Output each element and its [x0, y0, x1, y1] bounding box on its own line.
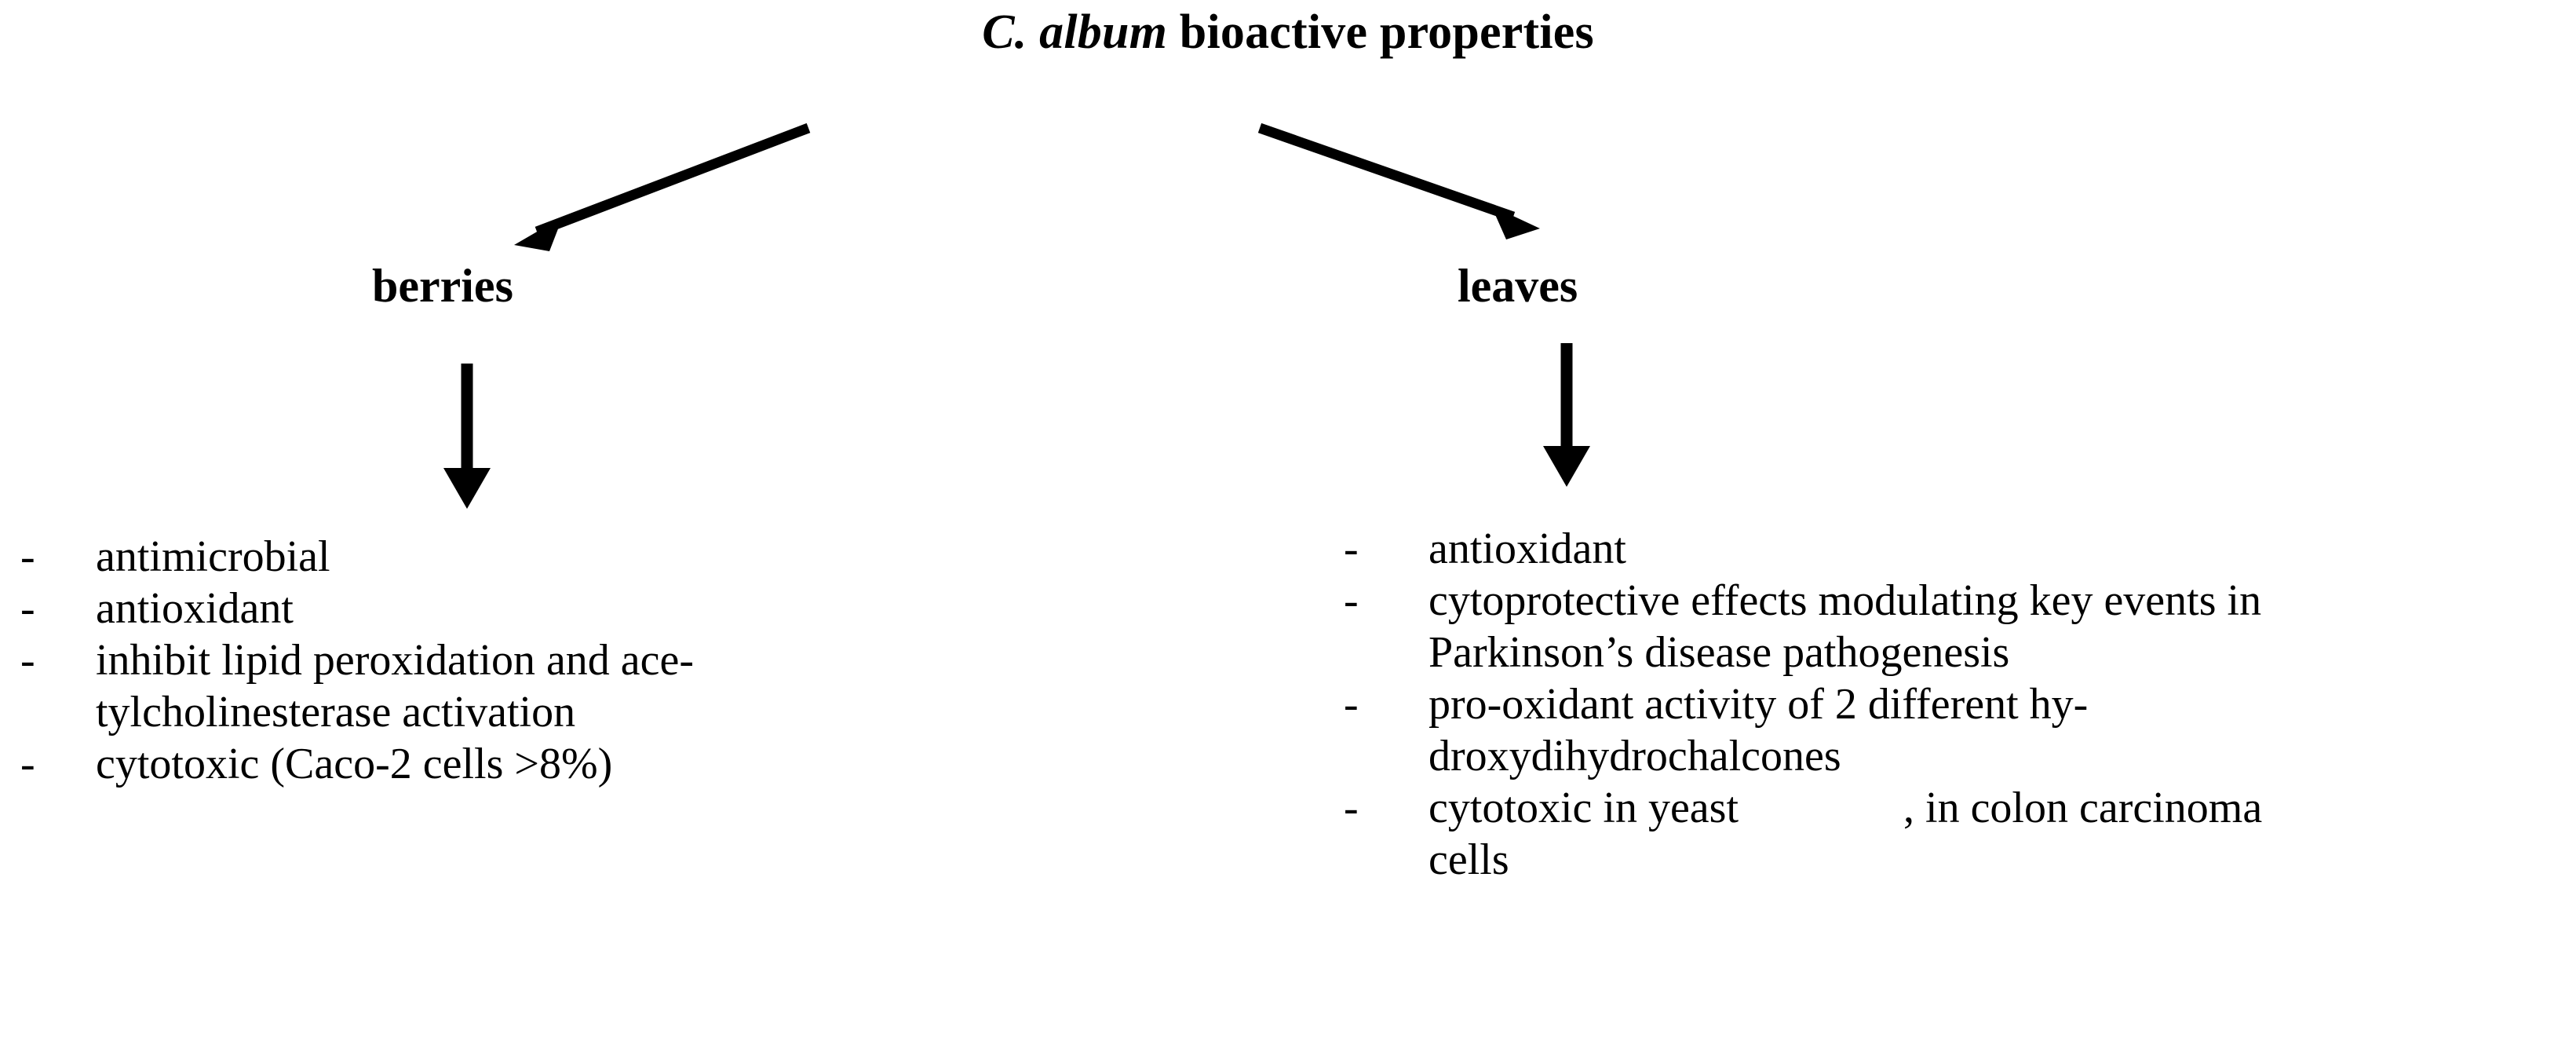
list-item: - antimicrobial — [20, 531, 1041, 583]
title-rest: bioactive properties — [1167, 5, 1594, 59]
branch-label-leaves: leaves — [1458, 260, 1578, 312]
bullet-text: pro-oxidant activity of 2 different hy- … — [1428, 680, 2089, 781]
arrow-title-to-berries — [514, 122, 811, 251]
list-item: - cytotoxic in yeast, in colon carcinoma… — [1344, 782, 2568, 886]
bullet-marker: - — [1344, 680, 1359, 729]
list-item: - cytoprotective effects modulating key … — [1344, 575, 2568, 678]
bullet-marker: - — [1344, 576, 1359, 626]
bullet-list-leaves: - antioxidant - cytoprotective effects m… — [1344, 523, 2568, 886]
bullet-list-berries: - antimicrobial - antioxidant - inhibit … — [20, 531, 1041, 790]
bullet-marker: - — [20, 584, 35, 634]
bullet-text-split: cytotoxic in yeast, in colon carcinoma c… — [1428, 782, 2568, 886]
bullet-text: antioxidant — [96, 584, 294, 634]
list-item: - pro-oxidant activity of 2 different hy… — [1344, 678, 2568, 782]
arrow-leaves-to-list — [1543, 343, 1590, 487]
bullet-text: antimicrobial — [96, 532, 330, 581]
page-title: C. album bioactive properties — [0, 5, 2576, 60]
branch-label-berries: berries — [372, 260, 513, 312]
bullet-text-before-gap: cytotoxic in yeast — [1428, 784, 1739, 833]
arrow-title-to-leaves — [1257, 122, 1540, 239]
bullet-text-after-gap: , in colon carcinoma cells — [1428, 784, 2263, 885]
bullet-text: cytoprotective effects modulating key ev… — [1428, 576, 2262, 678]
bullet-text: antioxidant — [1428, 524, 1626, 573]
arrow-berries-to-list — [443, 364, 491, 509]
bullet-marker: - — [20, 532, 35, 581]
bullet-text: inhibit lipid peroxidation and ace- tylc… — [96, 636, 695, 737]
list-item: - inhibit lipid peroxidation and ace- ty… — [20, 634, 1041, 738]
bullet-text: cytotoxic (Caco-2 cells >8%) — [96, 740, 613, 789]
bullet-marker: - — [1344, 524, 1359, 573]
title-species-name: C. album — [982, 5, 1168, 59]
bullet-marker: - — [20, 636, 35, 685]
list-item: - antioxidant — [1344, 523, 2568, 575]
bullet-marker: - — [1344, 784, 1359, 833]
bullet-marker: - — [20, 740, 35, 789]
list-item: - antioxidant — [20, 583, 1041, 634]
list-item: - cytotoxic (Caco-2 cells >8%) — [20, 738, 1041, 790]
